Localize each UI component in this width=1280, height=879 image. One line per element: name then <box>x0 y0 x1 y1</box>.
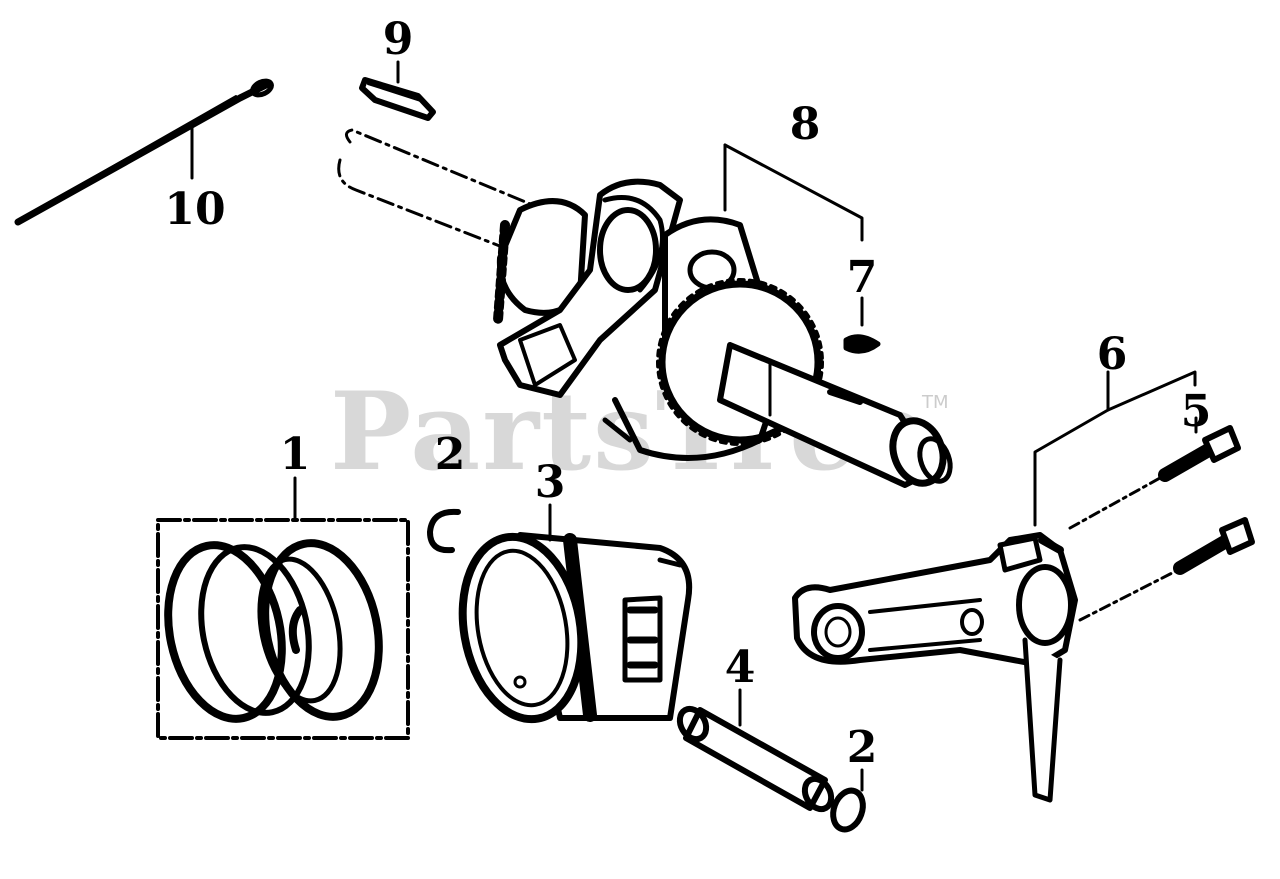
watermark-trademark: TM <box>922 392 949 413</box>
callout-2-upper: 2 <box>434 429 466 480</box>
callout-5: 5 <box>1180 386 1212 437</box>
part-2-circlip-upper <box>427 508 461 554</box>
part-7-key <box>843 296 881 354</box>
callout-7: 7 <box>846 252 878 303</box>
callout-1: 1 <box>279 429 311 480</box>
part-10-wire <box>14 78 274 226</box>
callout-6: 6 <box>1096 329 1128 380</box>
callout-4: 4 <box>724 642 756 693</box>
callout-2-lower: 2 <box>846 722 878 773</box>
callout-9: 9 <box>382 14 414 65</box>
part-5-bolts <box>1068 416 1255 622</box>
part-6-connecting-rod <box>792 370 1197 803</box>
callout-10: 10 <box>164 184 226 235</box>
callout-3: 3 <box>534 457 566 508</box>
part-3-piston <box>458 503 693 724</box>
part-8-crankshaft <box>337 128 953 488</box>
part-2-circlip-lower <box>830 768 866 833</box>
part-1-piston-rings <box>156 476 410 740</box>
part-9-key <box>359 60 436 121</box>
callout-8: 8 <box>789 99 821 150</box>
part-4-piston-pin <box>676 688 835 813</box>
